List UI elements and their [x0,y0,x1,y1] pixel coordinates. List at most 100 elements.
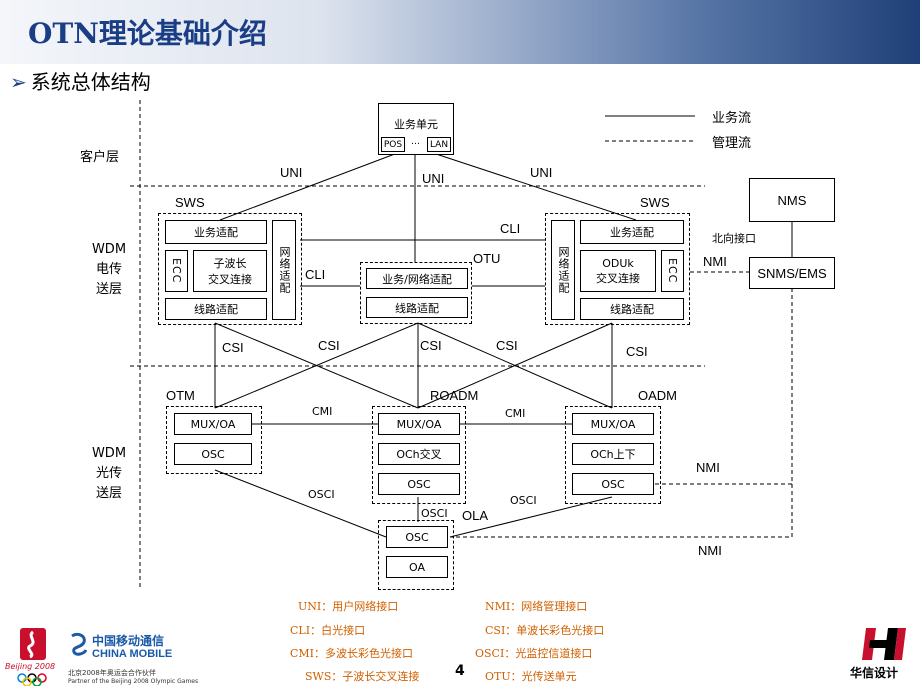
sws-label-right: SWS [640,195,670,210]
sws-right-cross: ODUk 交叉连接 [580,250,656,292]
page-number: 4 [455,663,465,679]
nmi-label-bottom: NMI [698,543,722,558]
sws-right-line-adapt: 线路适配 [580,298,684,320]
osci-label-center: OSCI [421,507,448,520]
footer-left-4: SWS：子波长交叉连接 [305,670,420,683]
footer-right-3: OSCI：光监控信道接口 [475,647,593,660]
uni-label-right: UNI [530,165,553,180]
sws-right-nm-adapt-text: 网络适配 [557,246,570,294]
sws-right-nm-adapt: 网络适配 [551,220,575,320]
csi-label-5: CSI [626,344,648,359]
beijing-olympics-logo [17,628,47,686]
roadm-och-cross: OCh交叉 [378,443,460,465]
otm-mux-oa: MUX/OA [174,413,252,435]
oadm-container [565,406,661,504]
otm-label: OTM [166,388,195,403]
sws-left-ecc-text: ECC [170,258,183,284]
china-mobile-partner-cn: 北京2008年奥运会合作伙伴 [68,669,156,677]
legend-management-flow: 管理流 [712,136,752,151]
pos-port: POS [381,137,405,152]
wdm-electrical-layer-label: WDM 电传 送层 [84,240,134,300]
uni-label-center: UNI [422,171,445,186]
oadm-label: OADM [638,388,677,403]
sws-left-nm-adapt: 网络适配 [272,220,296,320]
snms-ems-box: SNMS/EMS [749,257,835,289]
section-title: ➢系统总体结构 [10,66,151,95]
wdm-electrical-line1: WDM [91,242,127,257]
footer-right-1: NMI：网络管理接口 [485,600,588,613]
wdm-electrical-line3: 送层 [95,282,122,297]
sws-left-cross-line1: 子波长 [213,257,247,270]
ola-label: OLA [462,508,489,523]
uni-label-left: UNI [280,165,303,180]
osci-label-right: OSCI [510,494,537,507]
china-mobile-en: CHINA MOBILE [92,648,173,660]
sws-left-cross-line2: 交叉连接 [208,273,252,286]
sws-left-nm-adapt-text: 网络适配 [278,246,291,294]
osci-label-left: OSCI [308,488,335,501]
wdm-optical-line2: 光传 [95,466,122,481]
sws-right-service-adapt: 业务适配 [580,220,684,244]
sws-left-service-adapt: 业务适配 [165,220,267,244]
page-title: OTN理论基础介绍 [28,17,267,50]
csi-label-3: CSI [420,338,442,353]
sws-left-ecc: ECC [165,250,188,292]
sws-right-ecc-text: ECC [666,258,679,284]
service-unit: 业务单元 POS … LAN [378,103,454,155]
bullet-arrow-icon: ➢ [10,70,27,94]
cmi-label-left: CMI [312,405,333,418]
otm-container [166,406,262,474]
huaxin-design-text: 华信设计 [850,666,899,680]
sws-left-line-adapt: 线路适配 [165,298,267,320]
wdm-optical-line1: WDM [91,446,127,461]
footer-left-2: CLI：白光接口 [290,624,366,637]
sws-label-left: SWS [175,195,205,210]
china-mobile-logo-icon [71,632,88,656]
oadm-och-add-drop: OCh上下 [572,443,654,465]
csi-label-2: CSI [318,338,340,353]
nmi-label-top: NMI [703,254,727,269]
wdm-optical-line3: 送层 [95,486,122,501]
ola-container [378,520,454,590]
csi-label-4: CSI [496,338,518,353]
sws-right-cross-line2: 交叉连接 [596,271,640,285]
nms-box: NMS [749,178,835,222]
sws-left-cross: 子波长 交叉连接 [193,250,267,292]
footer-right-4: OTU：光传送单元 [485,670,577,683]
cmi-label-right: CMI [505,407,526,420]
otu-service-network-adapt: 业务/网络适配 [366,268,468,289]
cli-label-left: CLI [305,267,326,282]
section-title-text: 系统总体结构 [30,70,151,94]
ola-osc: OSC [386,526,448,548]
footer-left-1: UNI：用户网络接口 [298,600,399,613]
service-unit-label: 业务单元 [394,118,438,131]
roadm-osc: OSC [378,473,460,495]
china-mobile-partner-en: Partner of the Beijing 2008 Olympic Game… [68,678,199,685]
roadm-mux-oa: MUX/OA [378,413,460,435]
footer-left-3: CMI：多波长彩色光接口 [290,647,414,660]
huaxin-logo-icon [862,628,906,660]
ola-oa: OA [386,556,448,578]
sws-left-container [158,213,302,325]
wdm-optical-layer-label: WDM 光传 送层 [84,444,134,504]
sws-right-container [545,213,690,325]
china-mobile-cn: 中国移动通信 [92,634,165,648]
sws-right-cross-line1: ODUk [602,256,634,270]
dots-text: … [411,137,420,147]
roadm-container [372,406,466,504]
roadm-label: ROADM [430,388,479,403]
footer-right-2: CSI：单波长彩色光接口 [485,624,605,637]
nmi-label-middle: NMI [696,460,720,475]
wdm-electrical-line2: 电传 [95,262,122,277]
lan-port: LAN [427,137,451,152]
client-layer-label: 客户层 [80,150,120,165]
north-interface-label: 北向接口 [712,232,756,245]
otu-line-adapt: 线路适配 [366,297,468,318]
otu-container [360,262,472,324]
otm-osc: OSC [174,443,252,465]
csi-label-1: CSI [222,340,244,355]
legend-service-flow: 业务流 [712,111,752,126]
cli-label-top: CLI [500,221,521,236]
otu-label: OTU [473,251,501,266]
